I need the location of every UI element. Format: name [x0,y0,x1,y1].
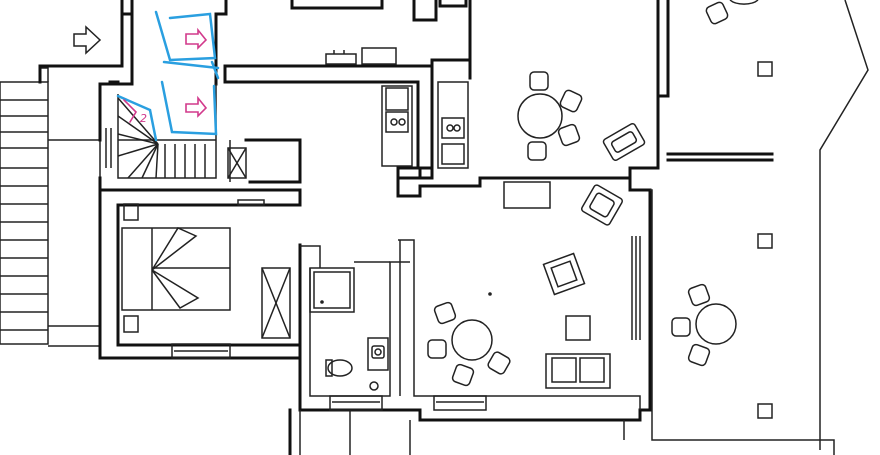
stairwell [98,12,302,184]
living-room [398,181,641,411]
kitchen [237,47,469,206]
terrace [671,0,773,419]
stair-note: 2 [140,112,147,125]
bedroom [121,203,291,359]
stair-annotations: 2 [116,10,220,142]
bathroom [298,243,410,411]
bed-icon [121,227,231,311]
upper-rooms [290,0,468,22]
sink-icon [371,345,385,359]
exterior-stairs [0,67,101,347]
table-icon [517,93,563,139]
entrance-arrow-icon [73,25,102,55]
sofa-icon [545,353,611,389]
toilet-icon [327,359,353,377]
stove-icon [390,118,398,126]
terrace-icon [695,303,737,345]
lower-walls [288,408,411,455]
dining-area [517,71,646,162]
